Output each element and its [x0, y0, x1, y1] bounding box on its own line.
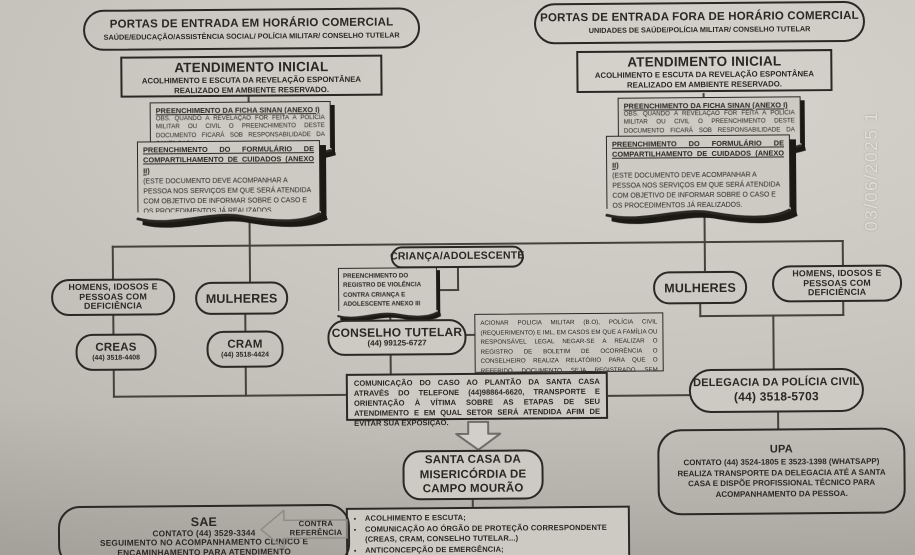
delegacia-pill: DELEGACIA DA POLÍCIA CIVIL (44) 3518-570…	[688, 367, 865, 414]
group-mulheres-right-label: MULHERES	[664, 280, 737, 295]
flow-down-arrow-icon	[455, 420, 502, 451]
upa-name: UPA	[769, 443, 793, 456]
entry-after-hours-pill: PORTAS DE ENTRADA FORA DE HORÁRIO COMERC…	[533, 0, 866, 45]
connector-homens-creas	[112, 314, 115, 335]
conselho-tutelar-phone: (44) 99125-6727	[367, 338, 427, 348]
doc-registro-violencia-body: PREENCHIMENTO DO REGISTRO DE VIOLÊNCIA C…	[342, 272, 421, 308]
cram-phone: (44) 3518-4424	[221, 351, 270, 359]
procedimento-item: COMUNICAÇÃO AO ÓRGÃO DE PROTEÇÃO CORRESP…	[365, 523, 622, 544]
doc-compartilhamento-right-title: PREENCHIMENTO DO FORMULÁRIO DE COMPARTIL…	[611, 138, 785, 170]
doc-compartilhamento-left-title: PREENCHIMENTO DO FORMULÁRIO DE COMPARTIL…	[142, 144, 315, 176]
left-arrow-icon	[260, 509, 348, 550]
connector-merge-delegacia	[772, 314, 775, 370]
group-mulheres-left-pill: MULHERES	[195, 281, 289, 316]
connector-delegacia-upa	[777, 411, 780, 430]
doc-wave-edge	[337, 310, 439, 319]
atendimento-inicial-right-box: ATENDIMENTO INICIAL ACOLHIMENTO E ESCUTA…	[576, 49, 833, 94]
conselho-tutelar-pill: CONSELHO TUTELAR (44) 99125-6727	[327, 318, 467, 357]
upa-body: CONTATO (44) 3524-1805 E 3523-1398 (WHAT…	[677, 457, 886, 499]
delegacia-phone: (44) 3518-5703	[733, 389, 819, 405]
doc-compartilhamento-right-body: (ESTE DOCUMENTO DEVE ACOMPANHAR A PESSOA…	[612, 171, 780, 210]
connector-drop-homens-left	[111, 245, 115, 280]
creas-name: CREAS	[95, 341, 137, 354]
connector-comunicacao-delegacia	[606, 394, 690, 397]
atendimento-inicial-left-box: ATENDIMENTO INICIAL ACOLHIMENTO E ESCUTA…	[120, 54, 383, 98]
creas-pill: CREAS (44) 3518-4408	[75, 333, 157, 372]
procedimento-item: ACOLHIMENTO E ESCUTA;	[365, 512, 622, 524]
contra-referencia-label: CONTRA REFERÊNCIA	[289, 518, 343, 538]
santa-casa-pill: SANTA CASA DA MISERICÓRDIA DE CAMPO MOUR…	[402, 449, 544, 501]
connector-merge-left	[112, 393, 347, 398]
doc-wave-edge	[605, 207, 792, 220]
timestamp-watermark: 03/06/2025 1	[861, 110, 881, 231]
entry-commercial-title: PORTAS DE ENTRADA EM HORÁRIO COMERCIAL	[109, 16, 394, 31]
atendimento-right-body: ACOLHIMENTO E ESCUTA DA REVELAÇÃO ESPONT…	[594, 69, 815, 90]
entry-after-hours-subtitle: UNIDADES DE SAÚDE/POLÍCIA MILITAR/ CONSE…	[588, 24, 811, 35]
connector-mulheres-cram	[244, 313, 247, 332]
doc-compartilhamento-right: PREENCHIMENTO DO FORMULÁRIO DE COMPARTIL…	[605, 134, 792, 220]
santa-casa-name: SANTA CASA DA MISERICÓRDIA DE CAMPO MOUR…	[419, 453, 527, 496]
doc-registro-violencia: PREENCHIMENTO DO REGISTRO DE VIOLÊNCIA C…	[337, 267, 439, 319]
group-mulheres-left-label: MULHERES	[205, 290, 278, 306]
group-homens-left-label: HOMENS, IDOSOS E PESSOAS COM DEFICIÊNCIA	[68, 281, 158, 312]
doc-compartilhamento-left: PREENCHIMENTO DO FORMULÁRIO DE COMPARTIL…	[136, 140, 322, 223]
atendimento-left-body: ACOLHIMENTO E ESCUTA DA REVELAÇÃO ESPONT…	[141, 74, 362, 95]
entry-commercial-pill: PORTAS DE ENTRADA EM HORÁRIO COMERCIAL S…	[82, 7, 421, 51]
comunicacao-plantao-box: COMUNICAÇÃO DO CASO AO PLANTÃO DA SANTA …	[345, 371, 609, 428]
atendimento-left-title: ATENDIMENTO INICIAL	[174, 59, 329, 76]
nota-acionar-box: ACIONAR POLICIA MILITAR (B.O), POLÍCIA C…	[474, 312, 664, 384]
creas-phone: (44) 3518-4408	[92, 354, 141, 362]
connector-conselho-down	[389, 354, 392, 375]
connector-homens-right-down	[842, 300, 845, 315]
group-mulheres-right-pill: MULHERES	[652, 270, 748, 305]
connector-cram-down	[244, 366, 247, 397]
group-crianca-label: CRIANÇA/ADOLESCENTE	[390, 249, 525, 263]
upa-box: UPA CONTATO (44) 3524-1805 E 3523-1398 (…	[657, 427, 906, 516]
doc-wave-edge	[136, 211, 322, 223]
atendimento-right-title: ATENDIMENTO INICIAL	[627, 53, 782, 70]
procedimento-item: ANTICONCEPÇÃO DE EMERGÊNCIA;	[365, 544, 622, 555]
connector-crianca-down	[456, 265, 460, 292]
group-crianca-pill: CRIANÇA/ADOLESCENTE	[390, 245, 525, 269]
cram-name: CRAM	[227, 338, 263, 351]
entry-after-hours-title: PORTAS DE ENTRADA FORA DE HORÁRIO COMERC…	[540, 9, 859, 25]
group-homens-left-pill: HOMENS, IDOSOS E PESSOAS COM DEFICIÊNCIA	[51, 278, 176, 317]
connector-creas-down	[112, 369, 115, 398]
delegacia-name: DELEGACIA DA POLÍCIA CIVIL	[693, 375, 860, 390]
connector-drop-homens-right	[841, 239, 844, 266]
connector-crianca-doc	[436, 288, 460, 292]
cram-pill: CRAM (44) 3518-4424	[206, 330, 284, 368]
contra-referencia-arrow: CONTRA REFERÊNCIA	[258, 507, 350, 552]
group-homens-right-label: HOMENS, IDOSOS E PESSOAS COM DEFICIÊNCIA	[792, 267, 882, 298]
group-homens-right-pill: HOMENS, IDOSOS E PESSOAS COM DEFICIÊNCIA	[771, 264, 903, 303]
procedimentos-box: ACOLHIMENTO E ESCUTA; COMUNICAÇÃO AO ÓRG…	[345, 505, 631, 555]
entry-commercial-subtitle: SAÚDE/EDUCAÇÃO/ASSISTÊNCIA SOCIAL/ POLÍC…	[103, 30, 400, 42]
